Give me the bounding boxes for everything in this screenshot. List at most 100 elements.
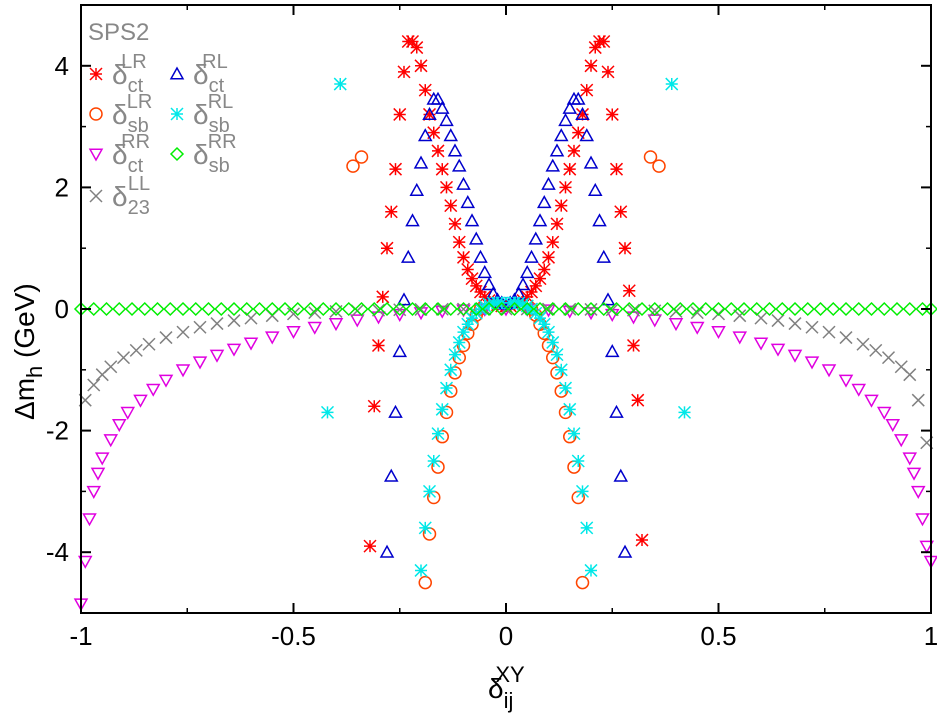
data-point: [142, 337, 156, 351]
data-point: [481, 277, 497, 291]
data-point: [239, 301, 254, 317]
data-point: [805, 320, 819, 334]
data-point: [550, 217, 564, 231]
svg-text:δijXY: δijXY: [488, 662, 525, 713]
data-point: [762, 301, 777, 317]
data-point: [558, 112, 573, 127]
data-point: [652, 159, 666, 173]
legend-marker: [89, 67, 103, 81]
data-point: [553, 128, 569, 142]
data-point: [689, 321, 705, 335]
data-point: [413, 155, 429, 169]
data-point: [587, 182, 603, 196]
data-point: [775, 301, 790, 317]
legend-item: δctRL: [169, 51, 228, 97]
data-point: [116, 351, 131, 365]
legend-item: δsbRL: [170, 91, 233, 137]
data-point: [392, 301, 407, 317]
data-point: [507, 301, 522, 317]
data-point: [214, 301, 229, 317]
data-point: [839, 331, 853, 345]
data-point: [567, 144, 581, 158]
data-point: [821, 364, 837, 378]
data-point: [482, 297, 496, 311]
data-point: [290, 301, 305, 317]
legend-marker: [89, 107, 103, 121]
data-point: [515, 277, 531, 291]
data-point: [94, 452, 110, 466]
data-point: [626, 338, 641, 353]
data-point: [397, 65, 411, 79]
data-point: [546, 350, 560, 365]
data-point: [902, 301, 917, 317]
data-point: [427, 126, 441, 140]
data-point: [456, 338, 471, 353]
data-point: [665, 77, 679, 91]
data-point: [393, 107, 407, 121]
data-point: [617, 544, 633, 558]
data-point: [439, 180, 454, 194]
data-point: [468, 231, 484, 245]
data-point: [448, 217, 462, 231]
data-point: [435, 162, 449, 176]
data-point: [813, 301, 828, 317]
data-point: [379, 301, 395, 317]
data-point: [537, 262, 551, 277]
legend-item: δsbLR: [89, 91, 152, 137]
data-point: [733, 309, 747, 323]
data-point: [635, 533, 649, 547]
data-point: [277, 301, 293, 317]
y-tick-label: -2: [46, 416, 69, 446]
data-point: [609, 301, 624, 317]
data-point: [677, 405, 692, 419]
data-point: [90, 467, 106, 481]
data-point: [546, 335, 560, 349]
data-point: [422, 107, 437, 121]
data-point: [111, 418, 127, 433]
data-point: [175, 364, 191, 378]
legend-label: δsbRL: [193, 91, 233, 137]
data-point: [308, 306, 322, 320]
data-point: [554, 363, 568, 377]
data-point: [541, 325, 556, 339]
data-point: [393, 303, 407, 317]
data-point: [533, 311, 547, 325]
data-point: [919, 540, 935, 554]
series-6: [73, 301, 937, 317]
data-point: [571, 454, 585, 468]
data-point: [341, 301, 356, 317]
data-point: [456, 301, 471, 317]
data-point: [520, 301, 535, 317]
data-point: [851, 301, 866, 317]
data-point: [822, 325, 836, 339]
data-point: [201, 301, 216, 317]
data-point: [549, 143, 565, 157]
data-point: [158, 374, 174, 388]
data-point: [516, 297, 530, 311]
x-tick-label: 0: [499, 621, 513, 651]
x-axis-label-base: δ: [488, 673, 504, 704]
data-point: [82, 513, 97, 527]
data-point: [563, 402, 577, 416]
data-point: [910, 485, 926, 499]
data-point: [724, 301, 739, 317]
data-point: [137, 301, 152, 317]
data-point: [533, 272, 547, 286]
data-point: [227, 314, 241, 328]
data-point: [634, 301, 650, 317]
data-point: [753, 337, 769, 351]
data-point: [414, 563, 428, 577]
data-point: [243, 337, 259, 351]
data-point: [550, 366, 564, 380]
data-point: [494, 301, 509, 317]
data-point: [584, 302, 598, 316]
data-point: [417, 128, 433, 142]
x-tick-label: 0.5: [700, 621, 736, 651]
data-point: [609, 162, 624, 176]
data-point: [448, 366, 462, 380]
series-3: [78, 302, 934, 450]
data-point: [252, 301, 267, 317]
data-point: [877, 301, 892, 317]
data-point: [481, 301, 497, 317]
